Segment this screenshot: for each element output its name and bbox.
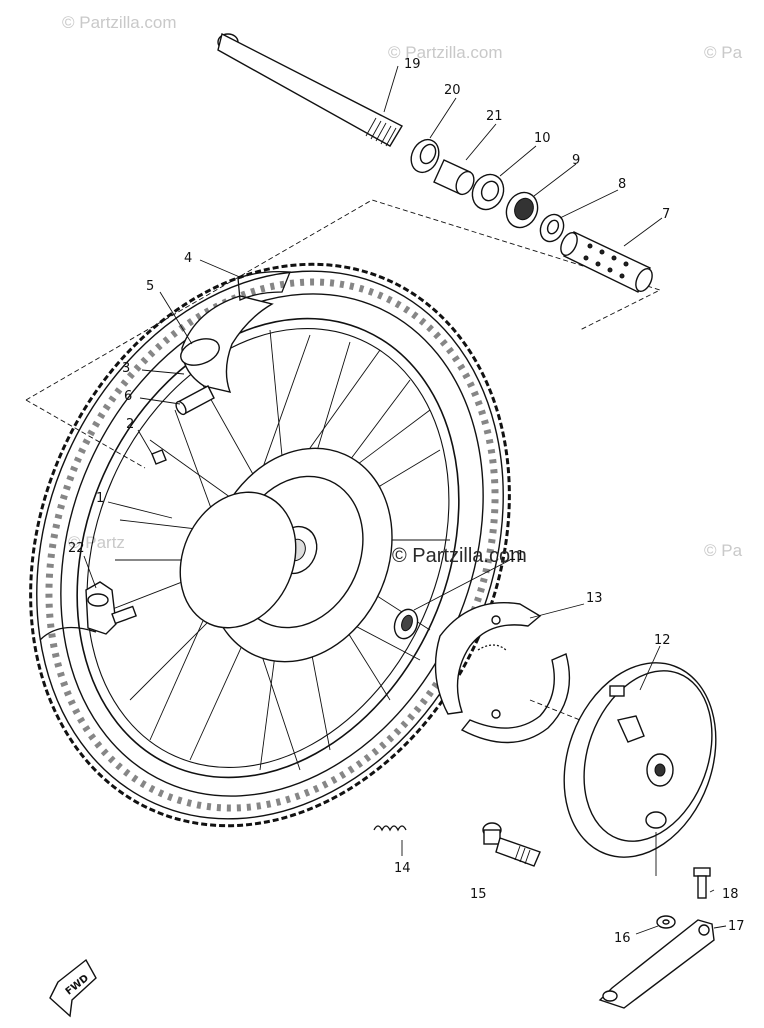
assembly-guide-upper (25, 199, 662, 401)
fwd-arrow: FWD (49, 958, 97, 1018)
spacer-tube (560, 231, 653, 293)
callout-12: 12 (654, 633, 671, 648)
valve-cap (151, 449, 167, 465)
callout-8: 8 (618, 177, 626, 192)
callout-6: 6 (124, 389, 132, 404)
spacer-flange (539, 213, 565, 243)
watermark-center: © Partzilla.com (392, 545, 527, 567)
collar (433, 159, 475, 196)
washer (656, 915, 676, 929)
callout-4: 4 (184, 251, 192, 266)
bearing-outer (471, 173, 505, 211)
brake-plate (563, 662, 717, 858)
callout-13: 13 (586, 591, 603, 606)
callout-7: 7 (662, 207, 670, 222)
front-axle (217, 32, 403, 147)
leader-lines (83, 65, 727, 935)
callout-21: 21 (486, 109, 503, 124)
inner-tube-section (180, 270, 291, 393)
callout-5: 5 (146, 279, 154, 294)
watermark-top-right: © Pa (704, 43, 743, 62)
callout-19: 19 (404, 57, 421, 72)
assembly-guide-left (25, 399, 146, 469)
cam-lever-bolt (693, 867, 711, 899)
watermark-mid-left: © Partz (68, 533, 125, 552)
brake-guide (529, 699, 601, 729)
callout-16: 16 (614, 931, 631, 946)
watermark-mid-right: © Pa (704, 541, 743, 560)
oil-seal (410, 138, 440, 174)
callout-1: 1 (96, 491, 104, 506)
callout-22: 22 (68, 541, 85, 556)
brake-shoes (434, 602, 571, 744)
callout-17: 17 (728, 919, 745, 934)
callout-14: 14 (394, 861, 411, 876)
callout-18: 18 (722, 887, 739, 902)
rim (76, 317, 460, 779)
watermark-top-left: © Partzilla.com (62, 13, 177, 32)
cam-lever (598, 919, 715, 1009)
speedometer-gear-housing (39, 581, 137, 641)
bearing-inner (505, 191, 539, 229)
callout-3: 3 (122, 361, 130, 376)
callout-10: 10 (534, 131, 551, 146)
callout-15: 15 (470, 887, 487, 902)
hub-oil-seal (393, 608, 419, 640)
front-wheel (29, 262, 511, 828)
callout-2: 2 (126, 417, 134, 432)
callout-9: 9 (572, 153, 580, 168)
brake-camshaft (482, 822, 541, 867)
return-spring (373, 825, 407, 856)
valve-stem (175, 385, 215, 416)
callout-20: 20 (444, 83, 461, 98)
hub (179, 447, 393, 663)
callout-11: 11 (508, 549, 525, 564)
watermark-top-center: © Partzilla.com (388, 43, 503, 62)
